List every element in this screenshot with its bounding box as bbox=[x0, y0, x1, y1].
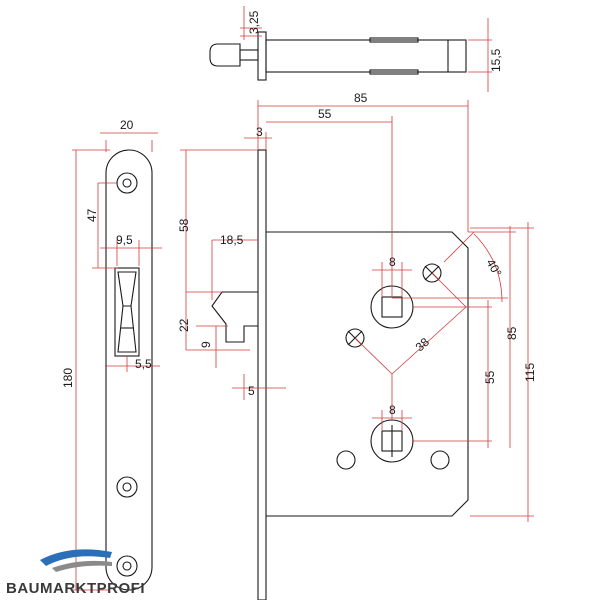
faceplate-screw-middle bbox=[116, 476, 138, 498]
dim-20: 20 bbox=[120, 118, 134, 132]
dim-5: 5 bbox=[248, 384, 255, 398]
dim-22: 22 bbox=[177, 318, 191, 332]
brand-logo-swoosh-icon bbox=[40, 549, 112, 566]
dim-115: 115 bbox=[523, 363, 537, 382]
dim-9: 9 bbox=[199, 341, 213, 348]
top-view-dimensions bbox=[240, 6, 492, 92]
dim-85-right: 85 bbox=[505, 326, 519, 340]
brand-logo-text: BAUMARKTPROFI bbox=[6, 580, 145, 597]
top-view-lock bbox=[209, 31, 467, 81]
faceplate-screw-top bbox=[116, 172, 138, 194]
brand-logo: BAUMARKTPROFI bbox=[6, 549, 145, 597]
dim-40-degrees: 40° bbox=[483, 257, 504, 280]
latch-bolt bbox=[211, 291, 258, 343]
dim-8-lower: 8 bbox=[389, 403, 396, 417]
dim-55-right: 55 bbox=[483, 370, 497, 384]
dim-18-5: 18,5 bbox=[220, 233, 244, 247]
dim-5-5: 5,5 bbox=[135, 357, 152, 371]
body-dimensions bbox=[180, 100, 534, 522]
dim-180: 180 bbox=[61, 368, 75, 388]
key-follower-square bbox=[370, 419, 414, 463]
dim-8-upper: 8 bbox=[389, 255, 396, 269]
dim-3-25: 3,25 bbox=[247, 10, 261, 34]
dim-47: 47 bbox=[85, 208, 99, 222]
case-screw-lower-left bbox=[336, 450, 356, 470]
dim-15-5: 15,5 bbox=[489, 48, 503, 72]
dim-85-top: 85 bbox=[354, 91, 368, 105]
case-screw-lower-right bbox=[430, 450, 450, 470]
faceplate bbox=[105, 149, 153, 591]
dim-3: 3 bbox=[256, 125, 263, 139]
lock-case bbox=[257, 149, 469, 600]
faceplate-dimensions bbox=[72, 132, 162, 591]
dim-58: 58 bbox=[177, 218, 191, 232]
faceplate-screw-bottom bbox=[116, 555, 138, 577]
dim-55-top: 55 bbox=[318, 107, 332, 121]
dim-9-5: 9,5 bbox=[116, 233, 133, 247]
dim-38: 38 bbox=[413, 335, 433, 355]
faceplate-latch-opening bbox=[114, 267, 140, 357]
